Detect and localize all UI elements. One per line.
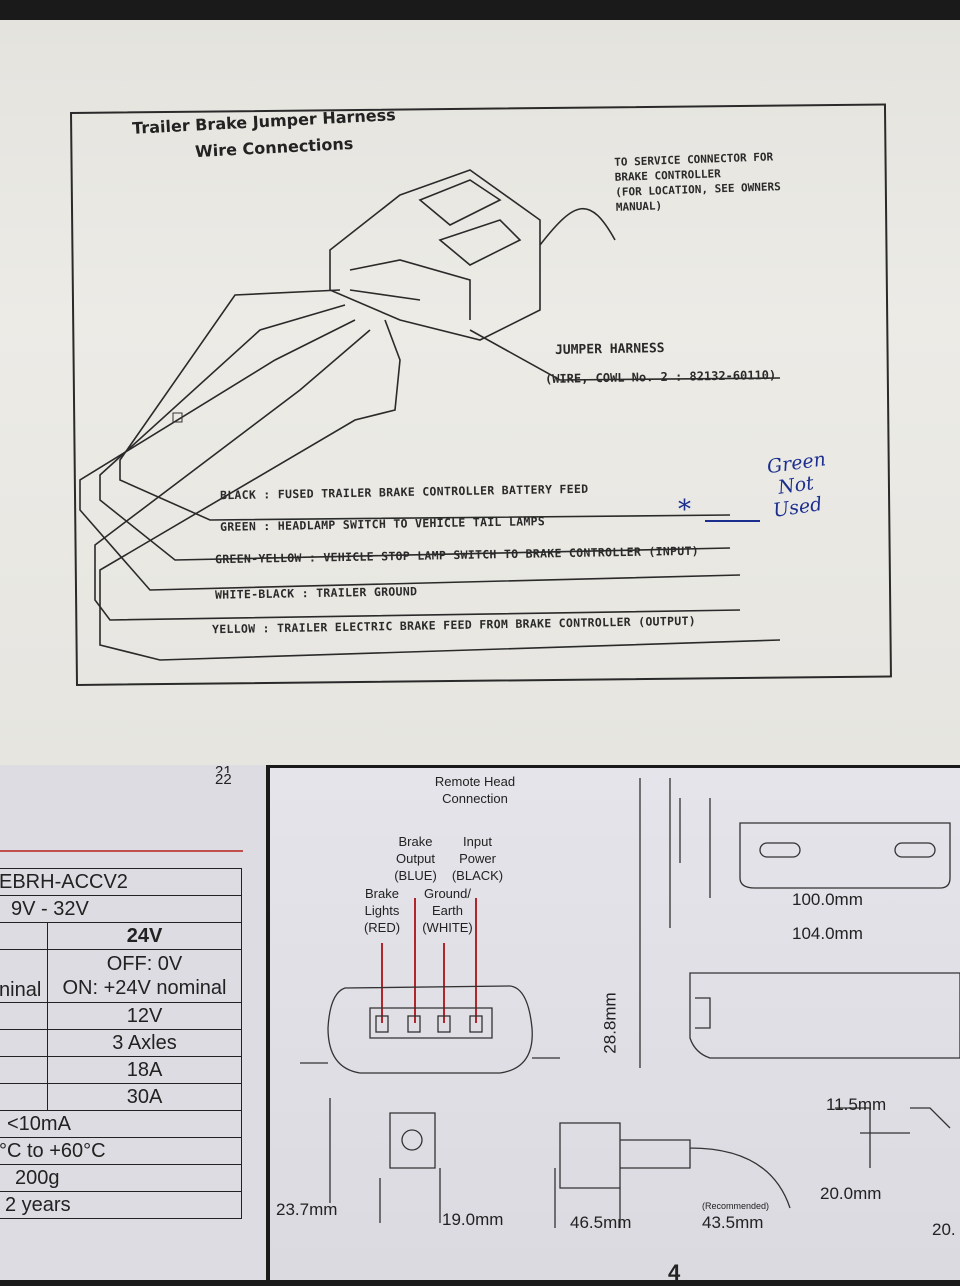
page-number: 21 (215, 765, 232, 773)
table-cell: 2 years (0, 1191, 242, 1219)
table-row: 3 Axles (0, 1029, 242, 1057)
remote-head-connection-title: Remote Head Connection (434, 774, 516, 806)
table-row: 2 years (0, 1191, 242, 1219)
table-cell (0, 1029, 48, 1057)
dimension-page: Remote Head Connection Brake Lights (RED… (270, 768, 960, 1285)
jumper-harness-label: JUMPER HARNESS (554, 341, 665, 358)
table-cell: EBRH-ACCV2 (0, 868, 242, 896)
harness-drawing (79, 169, 781, 661)
dim-100mm: 100.0mm (792, 890, 863, 909)
table-row: EBRH-ACCV2 (0, 868, 242, 896)
table-cell: 18A (47, 1056, 242, 1084)
table-cell: <10mA (0, 1110, 242, 1138)
table-row: 18A (0, 1056, 242, 1084)
dim-20-cut: 20. (932, 1220, 956, 1239)
table-cell: ninal (0, 949, 48, 1003)
page-number: 22 (215, 771, 232, 788)
table-cell (0, 1083, 48, 1111)
handwritten-asterisk: * (678, 495, 691, 525)
pin-label-ground: Ground/ Earth (WHITE) (422, 886, 473, 935)
table-cell (0, 922, 48, 950)
dimension-drawings (300, 778, 960, 1228)
dim-11-5mm: 11.5mm (826, 1095, 887, 1114)
table-row: 24V (0, 922, 242, 950)
table-cell (0, 1002, 48, 1030)
pin-label-brake-output: Brake Output (BLUE) (394, 834, 437, 883)
table-cell: 9V - 32V (0, 895, 242, 923)
table-cell: 24V (47, 922, 242, 950)
table-cell (0, 1056, 48, 1084)
spec-page: 21 22 EBRH-ACCV2 9V - 32V 24V ninalOFF: … (0, 765, 266, 1280)
pin-label-brake-lights: Brake Lights (RED) (363, 886, 401, 935)
dim-46-5mm: 46.5mm (570, 1213, 632, 1232)
dim-20mm: 20.0mm (820, 1184, 882, 1203)
connector-outline (327, 985, 533, 1074)
table-cell: °C to +60°C (0, 1137, 242, 1165)
dim-104mm: 104.0mm (792, 924, 863, 943)
table-row: 9V - 32V (0, 895, 242, 923)
pin-label-input-power: Input Power (BLACK) (451, 834, 504, 883)
dim-23-7mm: 23.7mm (276, 1200, 338, 1219)
recommended-note: (Recommended) (702, 1201, 770, 1211)
table-row: °C to +60°C (0, 1137, 242, 1165)
page-number: 4 (668, 1260, 681, 1285)
table-row: 12V (0, 1002, 242, 1030)
handwritten-note: Green Not Used (766, 448, 834, 522)
table-row: 30A (0, 1083, 242, 1111)
dim-43-5mm: 43.5mm (702, 1213, 764, 1232)
dim-19mm: 19.0mm (442, 1210, 504, 1229)
table-cell: 12V (47, 1002, 242, 1030)
red-rule (0, 850, 243, 852)
table-cell: 3 Axles (47, 1029, 242, 1057)
table-cell: 200g (0, 1164, 242, 1192)
table-row: <10mA (0, 1110, 242, 1138)
page-numbers: 21 22 (215, 765, 232, 787)
table-cell: 30A (47, 1083, 242, 1111)
connector-body (329, 169, 541, 341)
table-row: 200g (0, 1164, 242, 1192)
dim-28-8mm: 28.8mm (600, 992, 620, 1054)
handwritten-line (705, 520, 760, 522)
table-cell: OFF: 0V ON: +24V nominal (47, 949, 242, 1003)
wiring-instruction-sheet: Trailer Brake Jumper Harness Wire Connec… (0, 20, 960, 765)
